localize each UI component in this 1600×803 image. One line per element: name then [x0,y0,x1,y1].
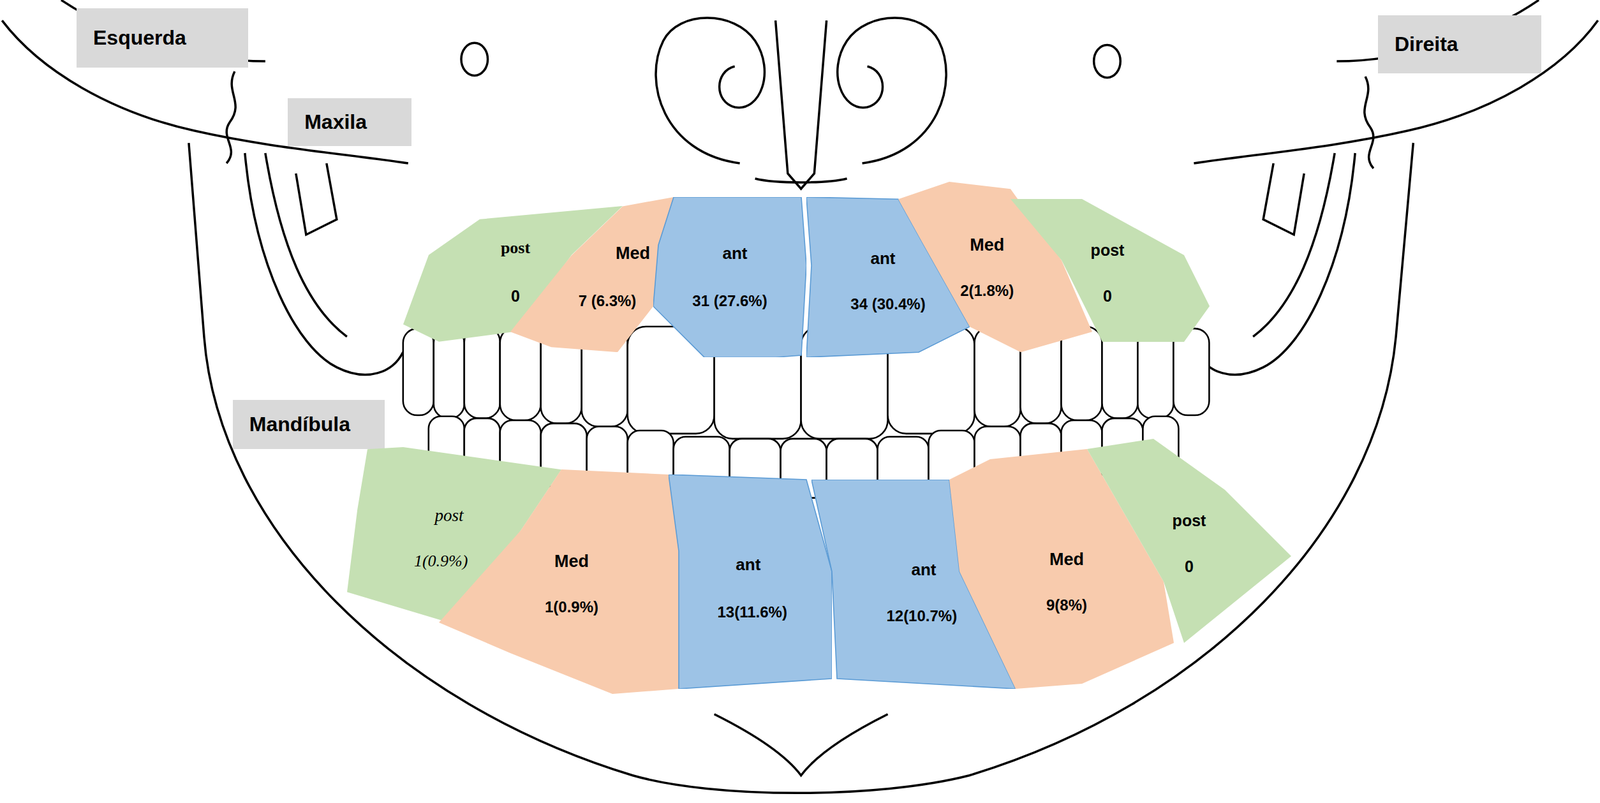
jaw-label: Maxila [287,98,412,147]
jaw-label: Mandíbula [232,400,385,450]
region-name: ant [722,243,748,263]
region-name: post [434,505,464,526]
region-name: ant [735,554,761,575]
region-name: post [1090,241,1125,260]
middle-region: Med 1(0.9%) [438,469,679,695]
case-count: 31 (27.6%) [692,292,767,311]
region-name: Med [554,551,589,572]
region-shape [438,469,679,695]
case-count: 13(11.6%) [717,603,787,622]
region-label: Esquerda [93,26,187,50]
region-shape [653,197,807,358]
posterior-region: post 0 [1010,199,1210,342]
region-shape [1010,199,1210,342]
case-count: 1(0.9%) [414,551,468,571]
region-label: Maxila [304,110,367,134]
region-shape [668,474,832,689]
region-fill [668,474,832,689]
case-count: 2(1.8%) [960,281,1014,300]
region-name: ant [870,248,896,268]
case-count: 1(0.9%) [544,598,599,617]
region-shape [510,197,674,353]
region-fill [1087,438,1292,644]
side-label: Direita [1377,15,1542,74]
case-count: 7 (6.3%) [578,292,637,311]
region-name: Med [969,234,1005,255]
region-name: post [1172,511,1207,531]
region-fill [510,197,674,353]
anterior-region: ant 31 (27.6%) [653,197,807,358]
case-count: 0 [1103,287,1112,306]
case-count: 0 [511,286,520,305]
region-name: Med [1049,549,1084,570]
region-shape [1087,438,1292,644]
posterior-region: post 0 [1087,438,1292,644]
region-fill [653,197,807,358]
case-count: 9(8%) [1046,596,1088,615]
side-label: Esquerda [76,8,249,68]
anterior-region: ant 13(11.6%) [668,474,832,689]
case-count: 34 (30.4%) [850,295,926,314]
middle-region: Med 7 (6.3%) [510,197,674,353]
case-count: 0 [1184,557,1194,577]
region-fill [1010,199,1210,342]
region-fill [438,469,679,695]
region-name: ant [911,559,937,580]
region-name: post [500,238,531,258]
region-name: Med [615,243,651,263]
region-label: Direita [1394,32,1459,57]
case-count: 12(10.7%) [886,607,957,626]
region-label: Mandíbula [249,412,351,437]
